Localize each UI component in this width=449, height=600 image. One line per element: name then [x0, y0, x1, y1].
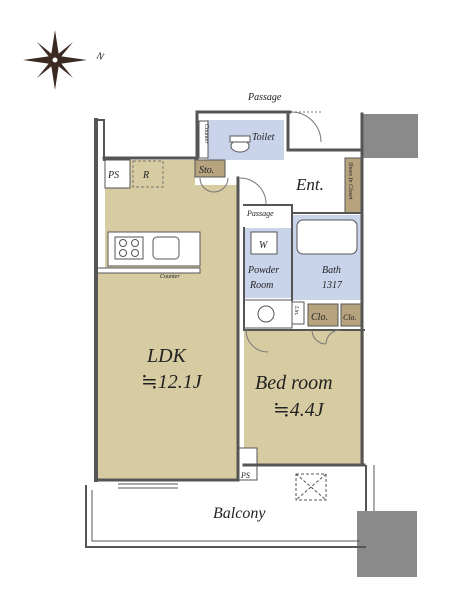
- washer-label: W: [259, 240, 269, 251]
- ldk-window: [118, 483, 178, 489]
- closet-1-label: Clo.: [311, 312, 328, 323]
- washbasin-icon: [257, 305, 275, 323]
- walls: [94, 110, 366, 482]
- kitchen-counter-label: Counter: [160, 274, 180, 280]
- toilet-tank: [229, 135, 251, 143]
- powder-room-label-1: Powder: [247, 265, 279, 276]
- bedroom-label: Bed room: [255, 372, 333, 394]
- storage-label: Sto.: [199, 165, 214, 176]
- powder-room-label-2: Room: [249, 280, 273, 291]
- stove-icon: [114, 236, 144, 260]
- sink-icon: [152, 236, 180, 260]
- closet-1: [307, 303, 339, 327]
- compass-rose-icon: [23, 30, 87, 90]
- closet-2-label: Clo.: [343, 313, 357, 322]
- washer-area: [250, 231, 278, 255]
- ps-top-area: [104, 159, 131, 189]
- passage-inner-area: [244, 205, 290, 228]
- passage-inner-label: Passage: [246, 209, 274, 218]
- balcony-label: Balcony: [213, 505, 266, 522]
- structure-block-top-right: [362, 114, 418, 158]
- refrigerator-area: [132, 160, 164, 188]
- shoes-closet-label: Shoes In Closet: [347, 162, 353, 200]
- counter-ledge: [95, 267, 201, 274]
- bath-label-1: Bath: [322, 265, 341, 276]
- ldk-area: [96, 160, 238, 480]
- ldk-size-label: ≒12.1J: [141, 371, 203, 393]
- linen-cabinet: [291, 301, 305, 325]
- entrance-label: Ent.: [295, 175, 324, 194]
- structure-block-bottom-right: [357, 511, 417, 577]
- toilet-counter-label: Counter: [203, 124, 209, 144]
- refrigerator-label: R: [142, 170, 149, 181]
- bath-label-2: 1317: [322, 280, 343, 291]
- balcony-area: [85, 465, 375, 548]
- linen-label: Lin.: [293, 305, 299, 316]
- ldk-label: LDK: [146, 345, 188, 367]
- north-mark: N: [94, 50, 106, 63]
- ps-top-label: PS: [107, 170, 119, 181]
- bathtub-icon: [296, 219, 358, 255]
- passage-top-label: Passage: [247, 92, 282, 103]
- entrance-area: [290, 158, 345, 206]
- door-swings: [199, 111, 341, 353]
- ps-bottom-label: PS: [240, 471, 250, 480]
- bedroom-size-label: ≒4.4J: [273, 399, 325, 421]
- toilet-label: Toilet: [252, 132, 275, 143]
- bedroom-area: [244, 330, 364, 465]
- toilet-counter: [198, 120, 209, 159]
- storage-area: [194, 159, 226, 178]
